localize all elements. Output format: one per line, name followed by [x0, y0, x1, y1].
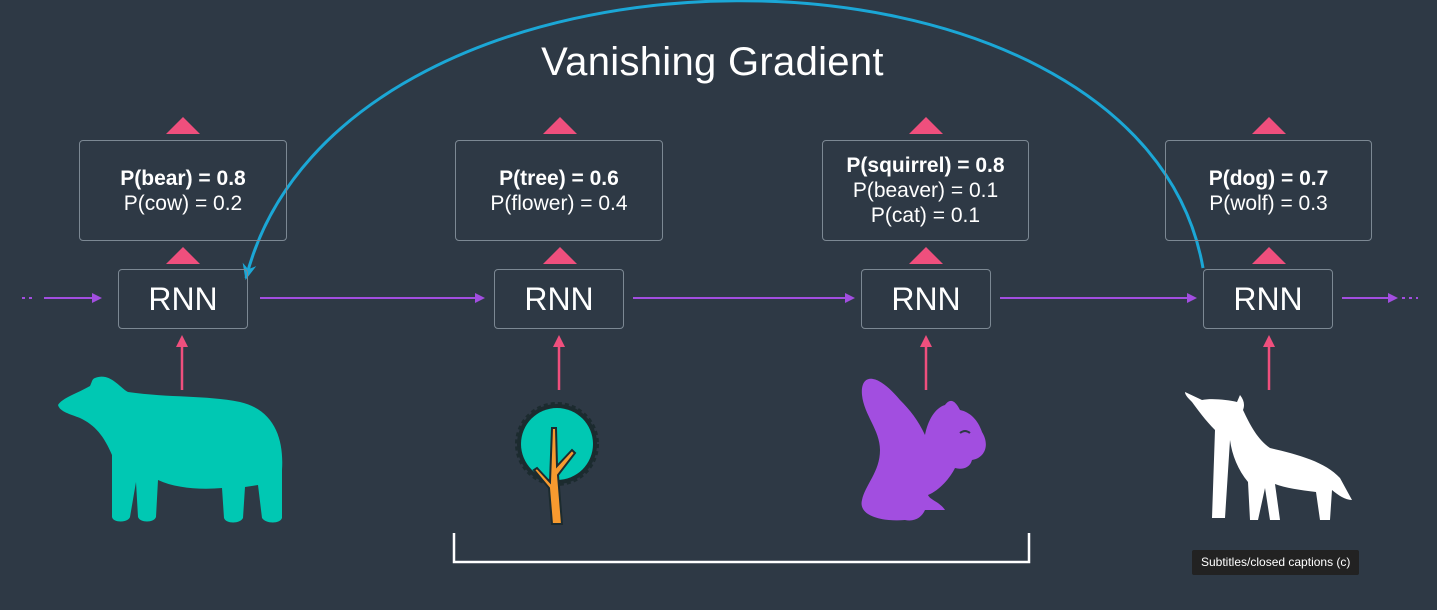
squirrel-icon [861, 378, 986, 521]
top-probability: P(squirrel) = 0.8 [846, 154, 1005, 177]
probability-box-wolf: P(dog) = 0.7 P(wolf) = 0.3 [1165, 140, 1372, 241]
gradient-arc-arrow [242, 0, 1205, 280]
output-arrows [166, 117, 1286, 264]
bear-icon [58, 376, 283, 523]
rnn-cell-3: RNN [861, 269, 991, 329]
top-probability: P(bear) = 0.8 [120, 166, 246, 190]
probability-box-tree: P(tree) = 0.6 P(flower) = 0.4 [455, 140, 663, 241]
probability-line: P(wolf) = 0.3 [1209, 191, 1328, 215]
input-arrows [176, 335, 1275, 390]
diagram-title: Vanishing Gradient [541, 40, 884, 84]
rnn-cell-1: RNN [118, 269, 248, 329]
top-probability: P(dog) = 0.7 [1208, 166, 1329, 190]
probability-line: P(cow) = 0.2 [123, 191, 243, 215]
probability-line: P(beaver) = 0.1 [852, 179, 999, 202]
closed-captions-tooltip: Subtitles/closed captions (c) [1192, 550, 1360, 575]
probability-line: P(cat) = 0.1 [870, 204, 981, 227]
tree-icon [515, 402, 599, 525]
rnn-cell-2: RNN [494, 269, 624, 329]
wolf-icon [1185, 392, 1352, 520]
probability-line: P(flower) = 0.4 [490, 191, 628, 215]
probability-box-squirrel: P(squirrel) = 0.8 P(beaver) = 0.1 P(cat)… [822, 140, 1029, 241]
probability-box-bear: P(bear) = 0.8 P(cow) = 0.2 [79, 140, 287, 241]
sequence-bracket [452, 533, 1031, 564]
rnn-cell-4: RNN [1203, 269, 1333, 329]
squirrel-eye-icon [959, 430, 971, 434]
top-probability: P(tree) = 0.6 [499, 166, 619, 190]
